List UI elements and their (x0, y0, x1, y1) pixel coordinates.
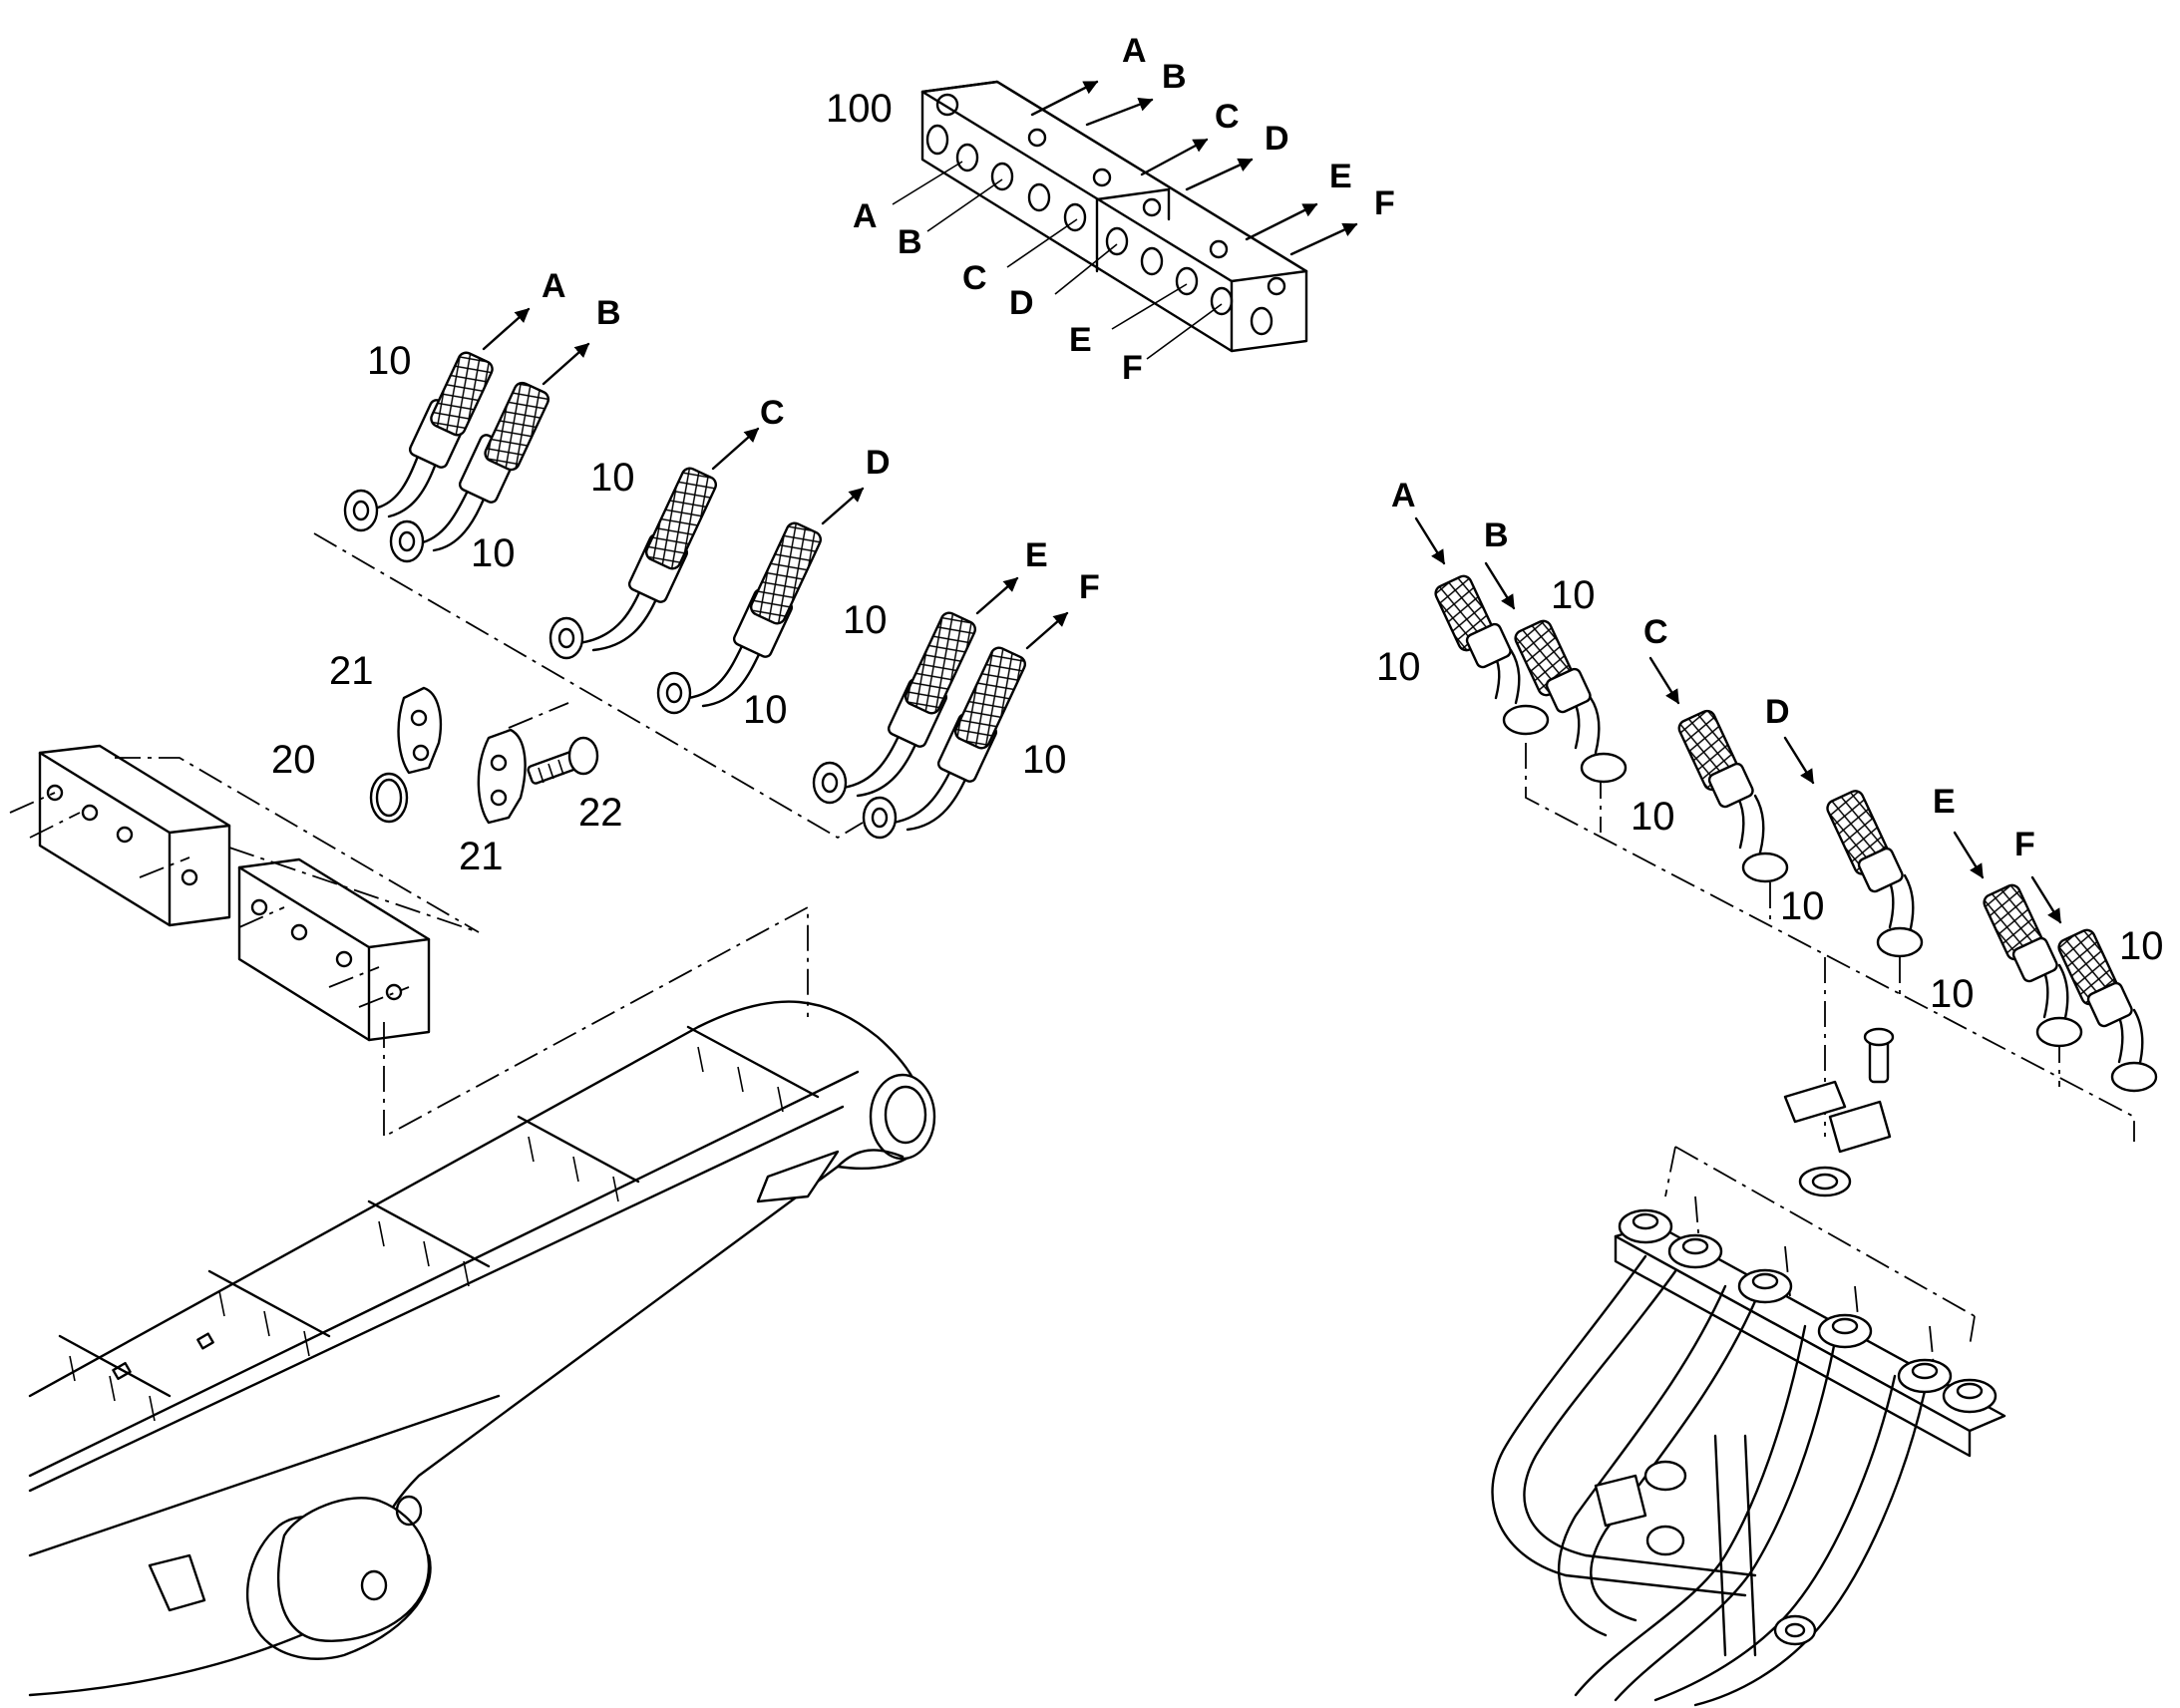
port-label-d-in: D (1009, 284, 1034, 322)
part-number-10-hose-f-left: 10 (1022, 738, 1067, 782)
part-number-21-lower: 21 (459, 835, 504, 878)
part-number-10-hose-c-right: 10 (1631, 795, 1675, 839)
left-hose-group (313, 307, 1069, 840)
part-number-21-upper: 21 (329, 649, 374, 693)
clamp-block-assembly-100 (892, 80, 1358, 360)
hose-c-right (1648, 656, 1789, 883)
hose-c-left (548, 427, 760, 660)
part-number-10-hose-e-left: 10 (843, 598, 888, 642)
hose-b-right (1484, 561, 1628, 784)
port-label-b-in: B (898, 223, 922, 261)
right-hose-group (1414, 516, 2158, 1142)
hose-d-left (656, 487, 865, 715)
part-number-10-hose-d-left: 10 (743, 688, 788, 732)
port-label-a-in: A (853, 197, 878, 235)
part-number-22: 22 (578, 791, 623, 835)
port-label-f-out: F (1374, 184, 1395, 222)
part-number-10-hose-b-right: 10 (1551, 573, 1596, 617)
port-label-c-out: C (1215, 98, 1240, 136)
port-label-f-in: F (1122, 349, 1143, 387)
hose-end-label-b-left: B (596, 294, 621, 332)
part-number-10-hose-d-right: 10 (1780, 884, 1825, 928)
manifold-ports (1618, 1208, 1998, 1414)
hose-b-left (389, 342, 590, 563)
hose-e-left (812, 576, 1019, 805)
hose-end-label-b-right: B (1484, 516, 1509, 554)
excavator-boom (28, 1000, 936, 1697)
part-number-10-hose-f-right: 10 (2119, 924, 2164, 968)
support-blocks (9, 744, 809, 1139)
port-label-d-out: D (1265, 120, 1289, 158)
part-number-10-hose-b-left: 10 (471, 531, 516, 575)
port-label-a-out: A (1122, 32, 1147, 70)
hose-end-label-c-right: C (1643, 613, 1668, 651)
port-label-b-out: B (1162, 58, 1187, 96)
hose-end-label-c-left: C (760, 394, 785, 432)
hose-end-label-d-left: D (866, 444, 891, 482)
hose-end-label-d-right: D (1765, 693, 1790, 731)
part-number-10-hose-c-left: 10 (590, 456, 635, 500)
hose-e-right (1953, 831, 2083, 1048)
part-number-10-hose-e-right: 10 (1930, 972, 1975, 1016)
hose-f-left (862, 611, 1069, 840)
hose-end-label-f-right: F (2014, 826, 2035, 863)
part-number-100: 100 (826, 87, 893, 131)
hose-end-label-a-left: A (542, 267, 566, 305)
port-label-e-out: E (1329, 158, 1352, 195)
hose-f-right (2030, 875, 2158, 1093)
hose-end-label-e-left: E (1025, 536, 1048, 574)
hose-end-label-a-right: A (1391, 477, 1416, 514)
part-number-10-hose-a-right: 10 (1376, 645, 1421, 689)
hose-end-label-f-left: F (1079, 568, 1100, 606)
hose-end-label-e-right: E (1933, 783, 1956, 821)
part-number-10-hose-a-left: 10 (367, 339, 412, 383)
part-number-20: 20 (271, 738, 316, 782)
port-label-c-in: C (962, 259, 987, 297)
hose-a-left (343, 307, 531, 532)
pipe-manifold-assembly (1491, 1027, 2006, 1707)
screw-22 (527, 736, 599, 785)
hose-a-right (1414, 516, 1550, 736)
port-label-e-in: E (1069, 321, 1092, 359)
flange-fittings (369, 686, 599, 825)
hose-d-right (1783, 736, 1924, 958)
